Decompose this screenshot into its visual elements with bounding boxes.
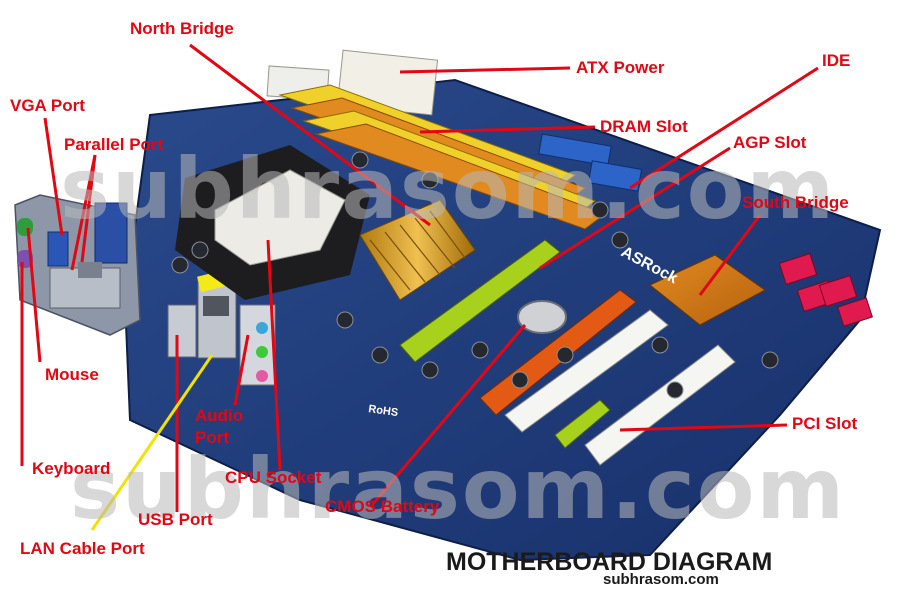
- pointer-agp-slot: [539, 146, 731, 270]
- label-keyboard: Keyboard: [32, 459, 111, 478]
- label-north-bridge: North Bridge: [130, 19, 234, 38]
- pointer-mouse: [26, 227, 42, 363]
- label-atx-power: ATX Power: [576, 58, 665, 77]
- pointer-south-bridge: [698, 214, 762, 296]
- label-cmos-battery: CMOS Battery: [325, 497, 440, 516]
- pointer-audio-port: [233, 334, 250, 406]
- lan-jack: [203, 296, 229, 316]
- usb-stack: [167, 304, 197, 358]
- sata-connectors: [778, 252, 873, 327]
- pointer-dram-slot: [419, 125, 596, 134]
- label-ide: IDE: [822, 51, 851, 70]
- pointer-atx-power: [399, 66, 571, 74]
- cpu-socket: [214, 169, 346, 266]
- pci-slot-2: [584, 344, 736, 466]
- label-parallel-port: Parallel Port: [64, 135, 164, 154]
- ps2-mouse-port: [17, 218, 33, 236]
- audio-jack-pink: [256, 370, 268, 382]
- parallel-connector: [49, 267, 121, 309]
- heatsink-fins: [369, 210, 466, 291]
- serial-connector: [78, 262, 102, 278]
- pointer-cmos-battery: [370, 324, 527, 506]
- diagram-subtitle: subhrasom.com: [603, 571, 719, 588]
- label-lan-cable-port: LAN Cable Port: [20, 539, 145, 558]
- pointer-lan-cable-port: [90, 354, 214, 531]
- label-usb-port: USB Port: [138, 510, 213, 529]
- label-cpu-socket: CPU Socket: [225, 468, 322, 487]
- pointer-pci-slot: [619, 423, 788, 432]
- pointer-north-bridge: [189, 43, 431, 227]
- label-mouse: Mouse: [45, 365, 99, 384]
- dram-slots: [278, 84, 607, 230]
- vga-connector: [47, 231, 69, 267]
- label-agp-slot: AGP Slot: [733, 133, 807, 152]
- pointer-ide: [629, 66, 819, 190]
- label-audio-port: Audio Port: [195, 406, 244, 447]
- pointer-vga-port: [43, 117, 64, 236]
- south-bridge-heatsink: [649, 254, 766, 326]
- pcie-x1-slot: [554, 399, 611, 449]
- agp-slot: [399, 239, 561, 363]
- label-vga-port: VGA Port: [10, 96, 85, 115]
- board-rohs-text: RoHS: [368, 403, 399, 419]
- label-pci-slot: PCI Slot: [792, 414, 858, 433]
- watermark-top: subhrasom.com: [60, 140, 837, 238]
- dvi-connector: [94, 202, 128, 264]
- pointer-parallel-port-2: [80, 154, 97, 263]
- label-dram-slot: DRAM Slot: [600, 117, 688, 136]
- watermark-bottom: subhrasom.com: [70, 440, 847, 538]
- audio-jack-green: [256, 346, 268, 358]
- cmos-battery: [517, 300, 567, 334]
- pointer-lines: [20, 43, 819, 512]
- audio-jack-blue: [256, 322, 268, 334]
- capacitors: [171, 151, 779, 399]
- pci-slot-1: [504, 309, 669, 433]
- label-south-bridge: South Bridge: [742, 193, 849, 212]
- ide-connector-1: [538, 133, 612, 167]
- diagram-title: MOTHERBOARD DIAGRAM: [446, 548, 773, 576]
- pointer-cpu-socket: [266, 239, 282, 471]
